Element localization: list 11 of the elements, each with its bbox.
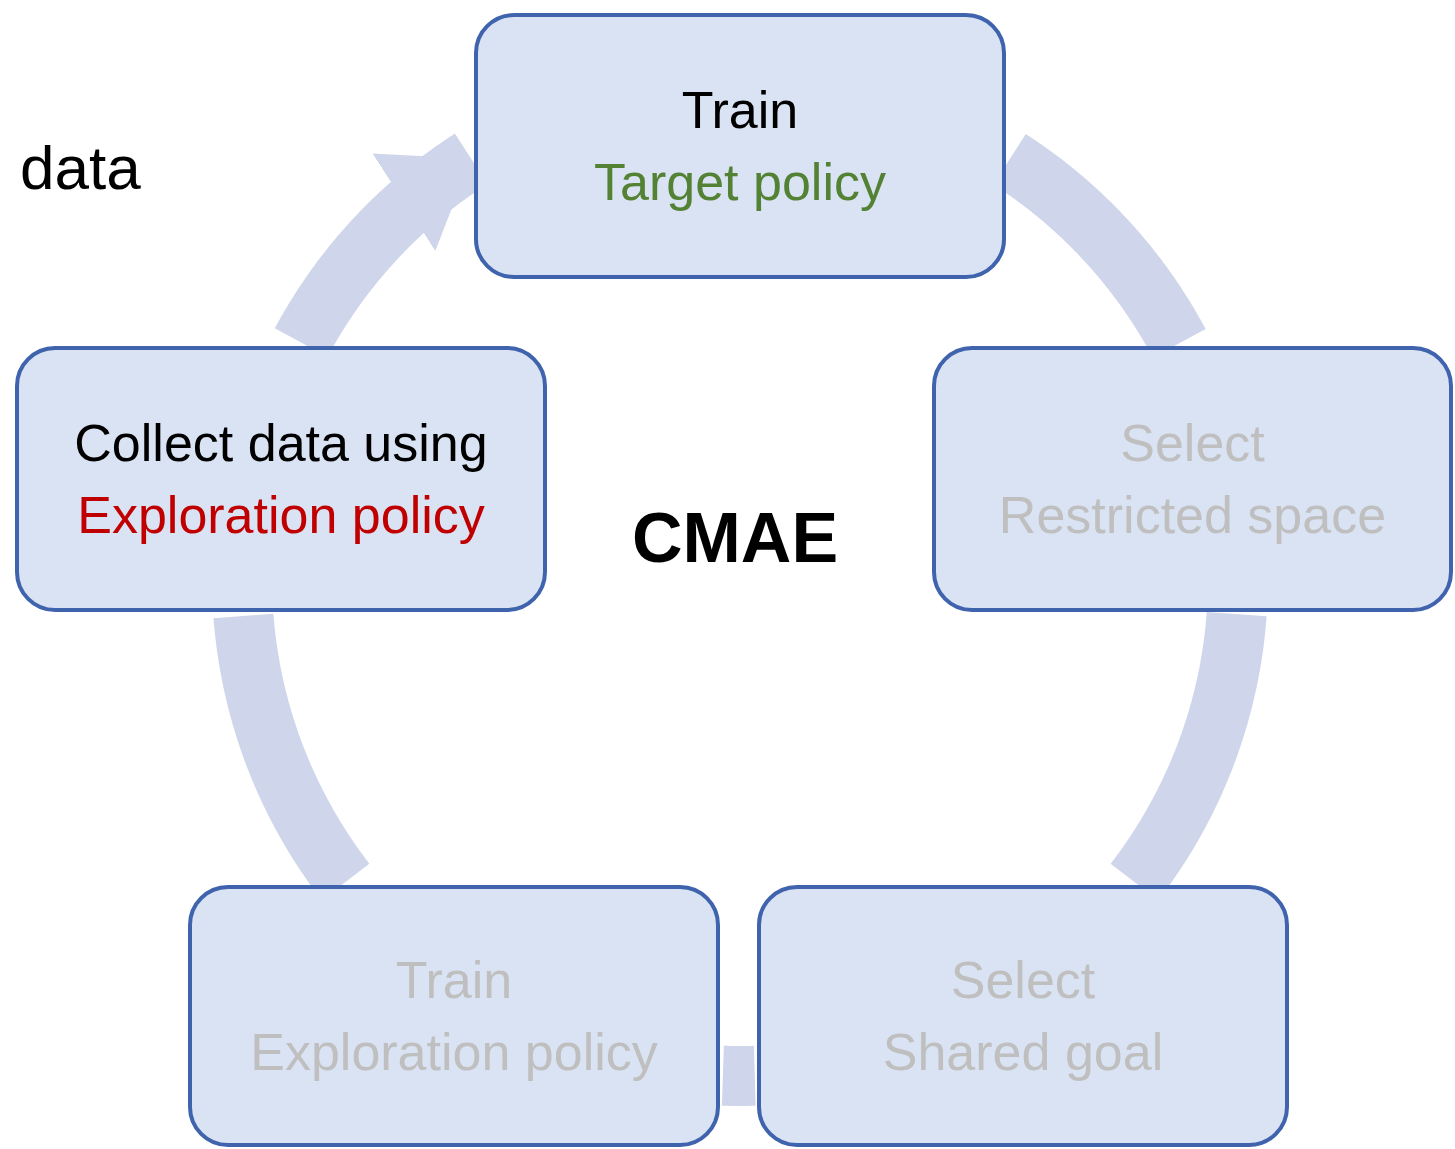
text-label: data	[20, 132, 141, 203]
process-box	[188, 885, 720, 1147]
center-title: CMAE	[632, 498, 839, 578]
step-object: Exploration policy	[77, 485, 485, 546]
step-object: Target policy	[594, 152, 886, 213]
process-box	[757, 885, 1289, 1147]
step-action: Collect data using	[74, 413, 488, 474]
process-box	[932, 346, 1453, 612]
process-box	[15, 346, 547, 612]
process-box	[474, 13, 1006, 279]
step-action: Train	[681, 80, 799, 141]
